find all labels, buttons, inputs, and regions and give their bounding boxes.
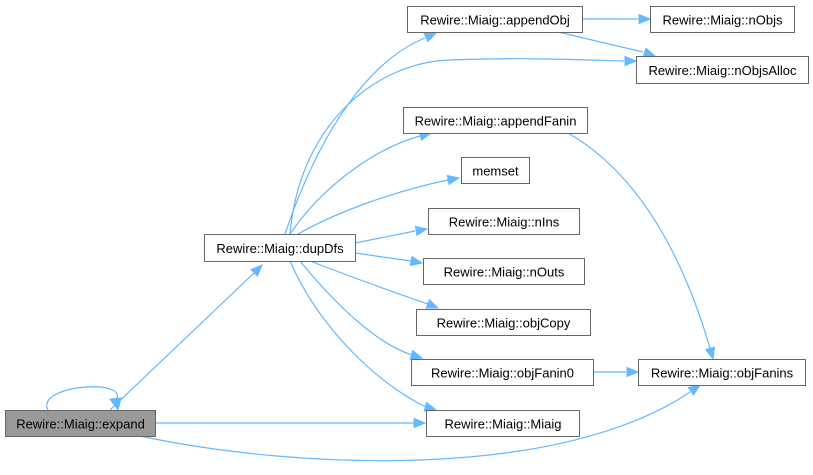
node-objFanin0[interactable]: Rewire::Miaig::objFanin0 [411, 359, 594, 386]
edge-line [289, 260, 427, 408]
edge-dupDfs-to-nIns [354, 225, 429, 244]
node-box [426, 410, 580, 437]
edge-expand-to-expand [46, 386, 122, 412]
node-box [636, 56, 809, 84]
edge-dupDfs-to-Miaig [289, 260, 438, 412]
edge-line [139, 391, 691, 462]
arrowhead-icon [624, 55, 638, 67]
node-box [461, 157, 530, 184]
arrowhead-icon [409, 349, 424, 360]
edge-dupDfs-to-objFanin0 [299, 260, 424, 360]
node-appendObj[interactable]: Rewire::Miaig::appendObj [407, 6, 583, 33]
node-box [428, 208, 580, 235]
node-label: Rewire::Miaig::objCopy [437, 316, 571, 331]
arrowhead-icon [425, 298, 440, 309]
edge-line [557, 31, 644, 53]
node-appendFanin[interactable]: Rewire::Miaig::appendFanin [403, 107, 588, 134]
node-box [650, 6, 795, 33]
node-label: Rewire::Miaig::nIns [449, 215, 560, 230]
edge-line [354, 252, 412, 262]
node-box [638, 359, 806, 386]
arrowhead-icon [414, 225, 429, 237]
edge-dupDfs-to-appendFanin [289, 130, 433, 235]
arrowhead-icon [409, 255, 424, 267]
edge-dupDfs-to-nOuts [354, 252, 424, 267]
node-label: Rewire::Miaig::nObjsAlloc [648, 63, 797, 78]
arrowhead-icon [626, 366, 640, 378]
node-nIns[interactable]: Rewire::Miaig::nIns [428, 208, 580, 235]
node-label: Rewire::Miaig::nOuts [444, 265, 565, 280]
arrowhead-icon [413, 417, 427, 429]
node-label: Rewire::Miaig::objFanins [651, 366, 794, 381]
edge-line [46, 386, 118, 411]
edge-line [297, 179, 449, 235]
edge-dupDfs-to-memset [297, 174, 461, 235]
edge-appendObj-to-nObjs [582, 13, 652, 25]
edge-line [289, 58, 625, 235]
node-box [407, 6, 583, 33]
node-dupDfs[interactable]: Rewire::Miaig::dupDfs [204, 234, 356, 262]
node-expand: Rewire::Miaig::expand [5, 410, 156, 437]
node-nObjs[interactable]: Rewire::Miaig::nObjs [650, 6, 795, 33]
edge-line [354, 230, 416, 244]
node-box [5, 410, 156, 437]
arrowhead-icon [687, 384, 702, 396]
edge-dupDfs-to-nObjsAlloc [289, 55, 638, 235]
node-label: Rewire::Miaig::appendFanin [415, 114, 577, 129]
edge-dupDfs-to-objCopy [309, 260, 440, 309]
node-Miaig[interactable]: Rewire::Miaig::Miaig [426, 410, 580, 437]
node-label: Rewire::Miaig::dupDfs [216, 241, 344, 256]
node-label: Rewire::Miaig::expand [16, 417, 145, 432]
node-memset[interactable]: memset [461, 157, 530, 184]
node-box [416, 309, 591, 336]
edge-appendFanin-to-objFanins [567, 132, 716, 361]
arrowhead-icon [642, 47, 657, 58]
edge-expand-to-Miaig [155, 417, 427, 429]
node-box [204, 234, 356, 262]
node-nObjsAlloc[interactable]: Rewire::Miaig::nObjsAlloc [636, 56, 809, 84]
edge-line [567, 132, 711, 349]
arrowhead-icon [423, 401, 438, 412]
node-label: Rewire::Miaig::Miaig [444, 417, 561, 432]
arrowhead-icon [638, 13, 652, 25]
arrowhead-icon [423, 32, 438, 43]
node-box [403, 107, 588, 134]
node-objFanins[interactable]: Rewire::Miaig::objFanins [638, 359, 806, 386]
edge-line [309, 260, 429, 305]
edge-line [289, 135, 421, 235]
node-box [411, 359, 594, 386]
node-label: Rewire::Miaig::nObjs [663, 13, 783, 28]
node-label: memset [472, 164, 519, 179]
arrowhead-icon [250, 264, 263, 277]
node-box [423, 258, 585, 285]
arrowhead-icon [446, 174, 461, 186]
arrowhead-icon [704, 346, 716, 361]
edge-line [299, 260, 413, 356]
node-objCopy[interactable]: Rewire::Miaig::objCopy [416, 309, 591, 336]
edge-appendObj-to-nObjsAlloc [557, 31, 657, 58]
edge-line [284, 37, 426, 235]
node-label: Rewire::Miaig::appendObj [420, 13, 570, 28]
edge-line [109, 271, 256, 411]
edge-expand-to-dupDfs [109, 264, 263, 411]
node-label: Rewire::Miaig::objFanin0 [431, 366, 574, 381]
edge-expand-to-objFanins [139, 384, 702, 462]
node-nOuts[interactable]: Rewire::Miaig::nOuts [423, 258, 585, 285]
edge-objFanin0-to-objFanins [593, 366, 640, 378]
